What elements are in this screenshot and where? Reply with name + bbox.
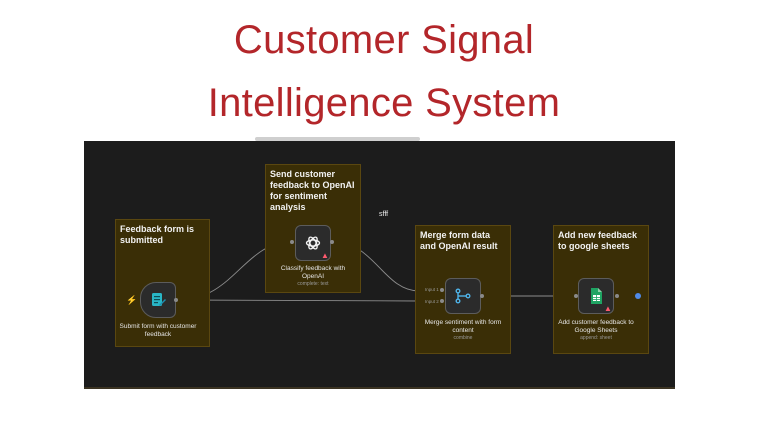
node-merge[interactable] — [445, 278, 481, 314]
sticky-note-text: Add new feedback to google sheets — [558, 230, 638, 251]
node-subtitle: combine — [453, 335, 473, 341]
node-classify-openai[interactable] — [295, 225, 331, 261]
input-port-1[interactable] — [440, 288, 444, 292]
node-subtitle: complete: text — [297, 281, 329, 287]
merge-icon — [455, 288, 471, 304]
input-2-label: Input 2 — [425, 299, 439, 304]
sticky-note-text: Feedback form is submitted — [120, 224, 195, 245]
add-node-handle[interactable] — [635, 293, 641, 299]
input-port[interactable] — [290, 240, 294, 244]
sticky-note-text: Send customer feedback to OpenAI for sen… — [270, 169, 355, 212]
output-port[interactable] — [480, 294, 484, 298]
connection-form-to-merge — [177, 299, 420, 302]
form-icon — [152, 293, 166, 306]
input-port-2[interactable] — [440, 299, 444, 303]
node-google-sheets[interactable] — [578, 278, 614, 314]
warning-icon[interactable]: ▲ — [321, 251, 329, 260]
warning-icon[interactable]: ▲ — [604, 304, 612, 313]
page-title-line-2: Intelligence System — [207, 81, 561, 125]
stray-text: sfff — [379, 211, 389, 218]
node-title: Merge sentiment with form content — [424, 319, 502, 334]
google-sheets-icon — [591, 288, 602, 304]
lightning-icon: ⚡ — [126, 295, 138, 305]
node-subtitle: append: sheet — [580, 335, 612, 341]
output-port[interactable] — [615, 294, 619, 298]
page-title-line-1: Customer Signal — [233, 18, 535, 62]
openai-icon — [305, 236, 321, 250]
workflow-canvas[interactable]: Feedback form is submitted Send customer… — [84, 141, 675, 388]
canvas-bottom-border — [84, 387, 675, 389]
window-top-bar — [255, 137, 420, 141]
input-port[interactable] — [574, 294, 578, 298]
input-1-label: Input 1 — [425, 287, 439, 292]
output-port[interactable] — [330, 240, 334, 244]
output-port[interactable] — [174, 298, 178, 302]
node-submit-form[interactable] — [140, 282, 176, 318]
node-title: Add customer feedback to Google Sheets — [558, 319, 634, 334]
sticky-note-sheets[interactable]: Add new feedback to google sheets — [553, 225, 649, 354]
sticky-note-text: Merge form data and OpenAI result — [420, 230, 498, 251]
node-title: Classify feedback with OpenAI — [280, 265, 346, 280]
node-title: Submit form with customer feedback — [119, 323, 197, 338]
